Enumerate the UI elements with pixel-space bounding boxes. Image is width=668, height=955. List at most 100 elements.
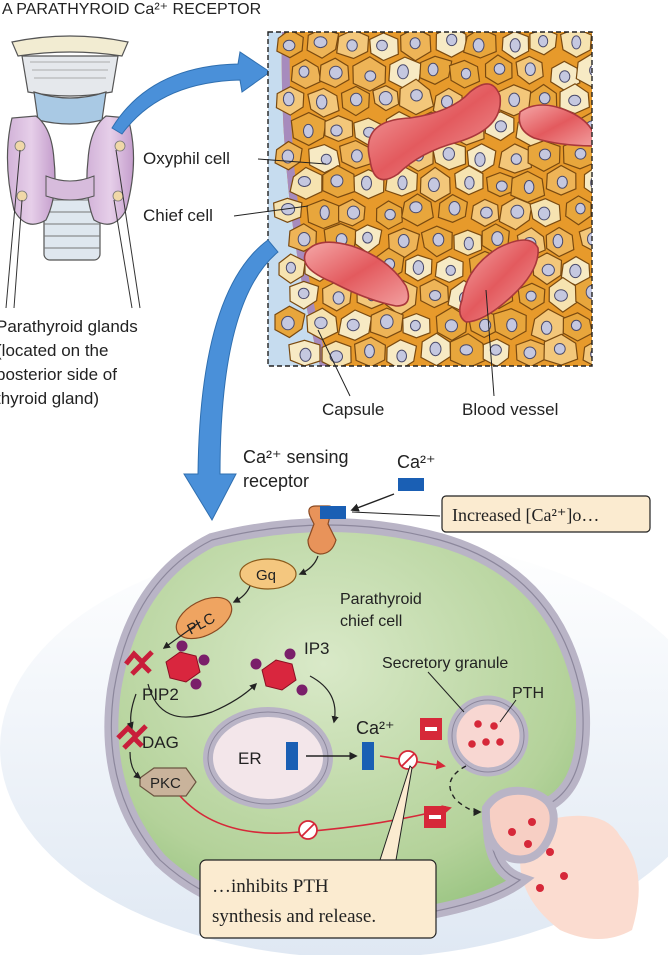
cell-nucleus (378, 91, 393, 106)
glands-label-line3: posterior side of (0, 365, 117, 384)
cell-nucleus (281, 149, 295, 164)
cell-nucleus (554, 289, 568, 302)
cell-nucleus (553, 343, 566, 355)
cell-nucleus (364, 70, 377, 82)
cell-nucleus (541, 263, 555, 277)
chief-cell-label: Chief cell (143, 206, 213, 225)
blue-curved-arrow-icon (111, 51, 271, 135)
cell-nucleus (509, 38, 521, 53)
cell-nucleus (589, 64, 592, 76)
er-ca-icon (286, 742, 298, 770)
cell-nucleus (281, 315, 295, 331)
tissue-section (267, 31, 593, 367)
cell-nucleus (444, 319, 458, 333)
cell-nucleus (313, 36, 328, 49)
cell-nucleus (397, 234, 410, 248)
dag-label: DAG (142, 733, 179, 752)
blood-vessel-label: Blood vessel (462, 400, 558, 419)
cell-nucleus (409, 37, 421, 50)
cell-nucleus (380, 314, 394, 330)
cell-nucleus (297, 176, 311, 187)
cell-nucleus (510, 153, 522, 165)
cell-nucleus (559, 70, 571, 83)
cell-nucleus (587, 232, 592, 246)
cell-nucleus (396, 349, 408, 363)
cell-nucleus (316, 94, 328, 110)
capsule-label: Capsule (322, 400, 384, 419)
cell-nucleus (464, 176, 475, 190)
cell-nucleus (552, 233, 564, 249)
cell-nucleus (350, 92, 363, 107)
cell-nucleus (297, 287, 310, 300)
cell-nucleus (493, 63, 506, 75)
cell-nucleus (568, 94, 582, 107)
blue-curved-arrow-icon (183, 239, 279, 522)
cell-nucleus (523, 180, 535, 194)
inhibitor-minus-icon (420, 718, 442, 740)
cell-nucleus (346, 318, 360, 332)
cell-nucleus (297, 232, 311, 247)
tissue-cell (578, 226, 592, 251)
pkc-label: PKC (150, 775, 181, 792)
cell-nucleus (445, 264, 456, 276)
ca-extracellular-label: Ca²⁺ (397, 452, 436, 472)
cell-nucleus (282, 91, 295, 107)
cell-nucleus (538, 148, 552, 161)
cell-nucleus (506, 318, 518, 333)
cell-nucleus (397, 64, 409, 80)
cell-nucleus (575, 202, 586, 215)
inhibits-pth-callout (199, 859, 437, 939)
cell-nucleus (298, 65, 310, 78)
cell-nucleus (332, 291, 345, 305)
cell-nucleus (432, 232, 445, 247)
figure-title: A PARATHYROID Ca²⁺ RECEPTOR (2, 1, 261, 18)
chief-cell-name-line2: chief cell (340, 613, 402, 630)
cell-nucleus (489, 344, 502, 356)
cell-nucleus (319, 205, 330, 221)
cell-nucleus (494, 120, 507, 133)
pth-label: PTH (512, 685, 544, 702)
cell-nucleus (410, 89, 423, 102)
cell-nucleus (299, 347, 312, 362)
cell-nucleus (320, 153, 332, 165)
cell-nucleus (570, 319, 582, 331)
cell-nucleus (397, 175, 408, 191)
cell-nucleus (479, 318, 492, 332)
gq-label: Gq (256, 567, 276, 584)
cell-nucleus (412, 260, 425, 275)
receptor-bound-ca-icon (320, 506, 346, 519)
cell-nucleus (538, 35, 549, 48)
cell-nucleus (427, 177, 440, 192)
tissue-cell (582, 342, 592, 366)
secretory-granule-label: Secretory granule (382, 655, 508, 672)
pip2-label: PIP2 (142, 685, 179, 704)
ip3-label: IP3 (304, 639, 330, 658)
cell-nucleus (480, 206, 493, 219)
increased-ca-callout (441, 495, 651, 533)
glands-label-line1: Parathyroid glands (0, 317, 138, 336)
cell-nucleus (574, 148, 587, 160)
receptor-label-line1: Ca²⁺ sensing (243, 447, 349, 467)
cell-nucleus (524, 62, 536, 76)
tissue-cell (575, 53, 592, 88)
cell-nucleus (409, 201, 423, 214)
cell-nucleus (495, 180, 508, 192)
cell-nucleus (427, 62, 439, 77)
tissue-cell (583, 168, 592, 194)
free-ca-icon (398, 478, 424, 491)
cell-nucleus (329, 350, 343, 363)
receptor-label-line2: receptor (243, 471, 309, 491)
inhibitor-minus-icon (424, 806, 446, 828)
cell-nucleus (525, 290, 537, 302)
cell-nucleus (556, 175, 568, 189)
cell-nucleus (571, 35, 582, 50)
cell-nucleus (384, 208, 396, 221)
cell-nucleus (569, 263, 582, 279)
cell-nucleus (410, 319, 421, 332)
cell-nucleus (460, 67, 472, 80)
ca-intracellular-label: Ca²⁺ (356, 718, 395, 738)
cell-nucleus (330, 124, 343, 137)
cell-nucleus (538, 92, 551, 105)
